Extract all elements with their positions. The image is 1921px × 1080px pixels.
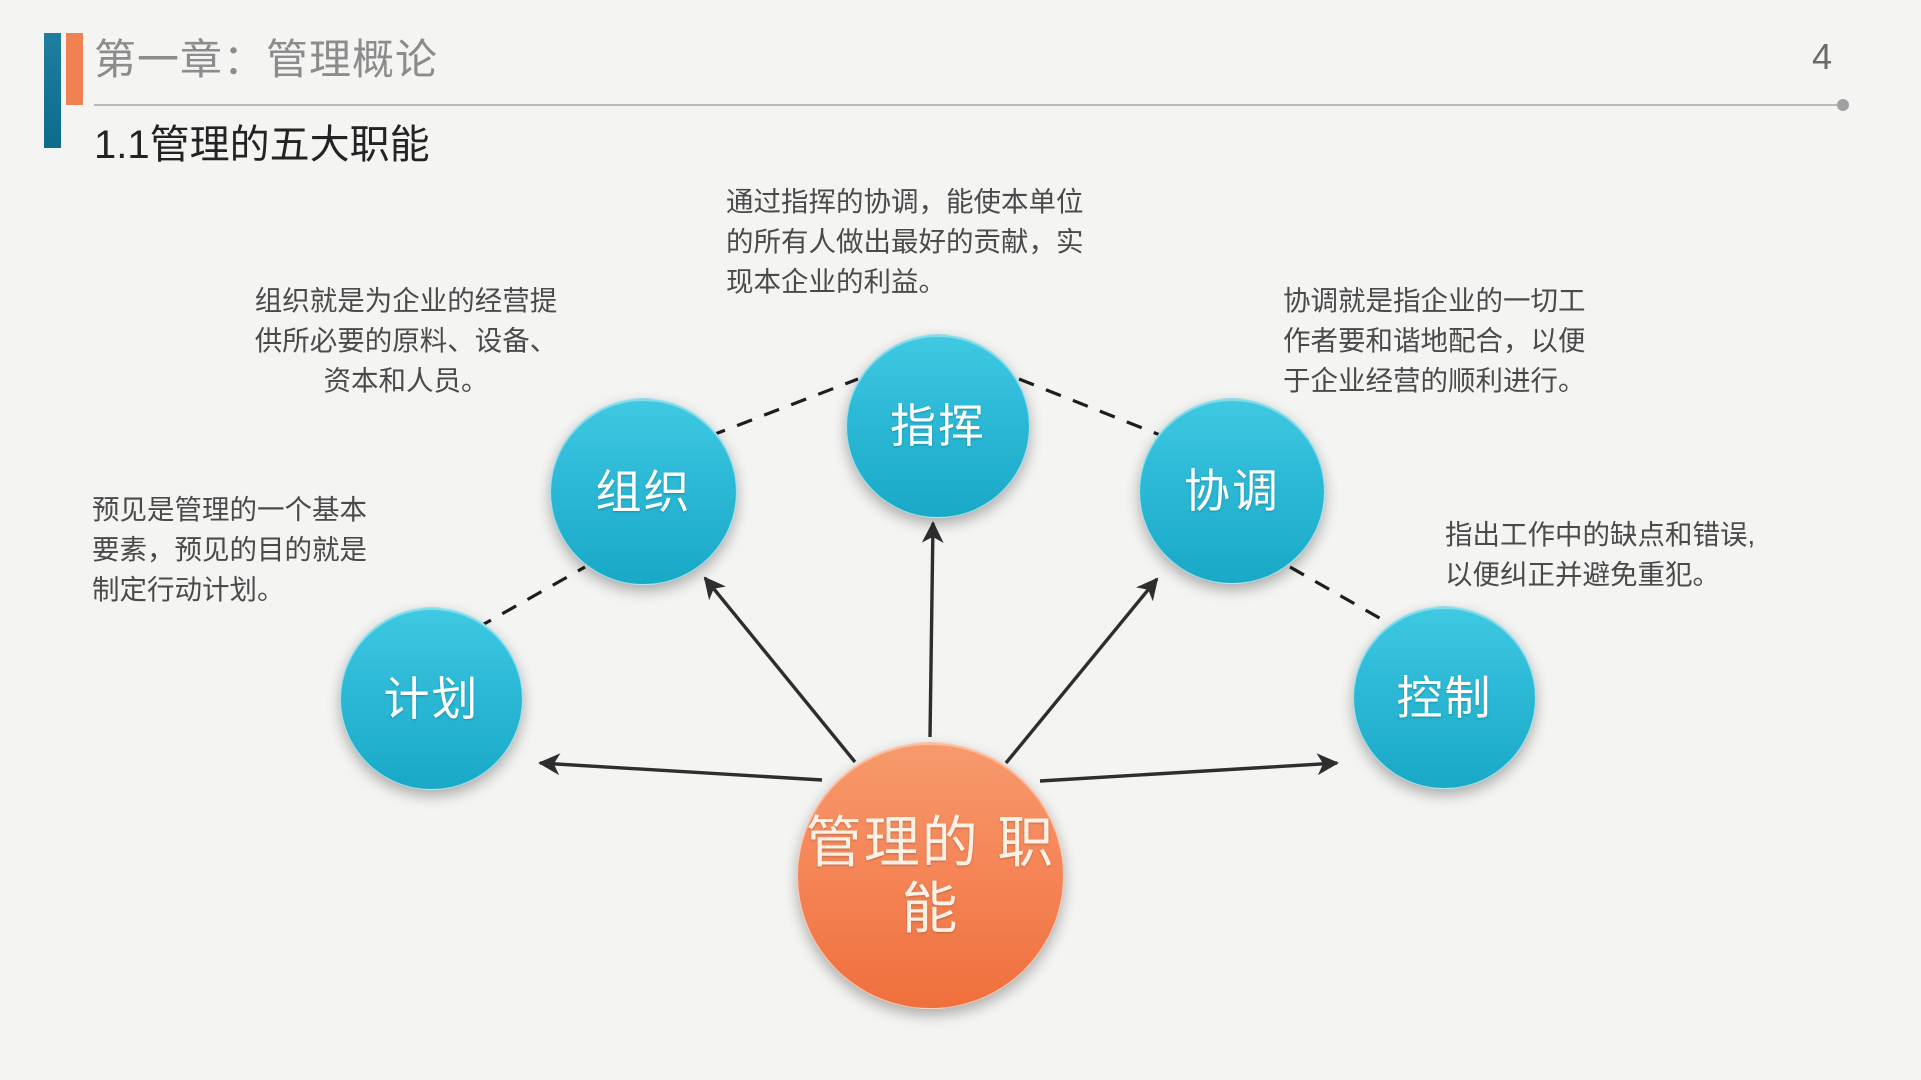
callout-zhihui: 通过指挥的协调，能使本单位 的所有人做出最好的贡献，实 现本企业的利益。 [726,186,1084,297]
dashed-link-zuzhi-zhihui [709,377,859,438]
arrow-center-to-zuzhi [703,576,857,764]
chapter-title: 第一章：管理概论 [94,36,439,83]
node-kongzhi-label: 控制 [1396,671,1493,724]
node-jihua-label: 计划 [383,672,480,725]
header-divider-dot [1837,99,1849,111]
header-divider [94,104,1841,106]
node-center-hub-label: 管理的 职能 [805,810,1056,940]
dashed-link-zhihui-xietiao [1018,377,1166,439]
arrow-center-to-kongzhi [1039,753,1339,783]
node-zhihui-label: 指挥 [890,400,986,452]
node-kongzhi[interactable]: 控制 [1353,606,1536,789]
node-zhihui[interactable]: 指挥 [846,334,1030,518]
arrow-center-to-xietiao [1004,577,1159,765]
node-xietiao[interactable]: 协调 [1139,398,1325,584]
node-zuzhi[interactable]: 组织 [550,398,737,585]
node-xietiao-label: 协调 [1184,465,1280,517]
page-number: 4 [1811,36,1833,77]
dashed-link-xietiao-kongzhi [1289,565,1398,630]
header-accent-bar-blue [44,33,61,148]
callout-xietiao: 协调就是指企业的一切工 作者要和谐地配合，以便 于企业经营的顺利进行。 [1283,285,1586,396]
header-accent-bar-orange [66,33,83,105]
callout-kongzhi: 指出工作中的缺点和错误, 以便纠正并避免重犯。 [1445,519,1756,590]
arrow-center-to-zhihui [921,521,944,738]
node-zuzhi-label: 组织 [595,465,692,518]
page-title: 1.1管理的五大职能 [94,123,430,167]
node-jihua[interactable]: 计划 [340,607,523,790]
callout-jihua: 预见是管理的一个基本 要素，预见的目的就是 制定行动计划。 [92,494,367,605]
arrow-center-to-jihua [538,753,823,782]
node-center-hub[interactable]: 管理的 职能 [797,742,1064,1009]
dashed-link-jihua-zuzhi [476,565,586,630]
callout-zuzhi: 组织就是为企业的经营提 供所必要的原料、设备、 资本和人员。 [254,285,558,396]
